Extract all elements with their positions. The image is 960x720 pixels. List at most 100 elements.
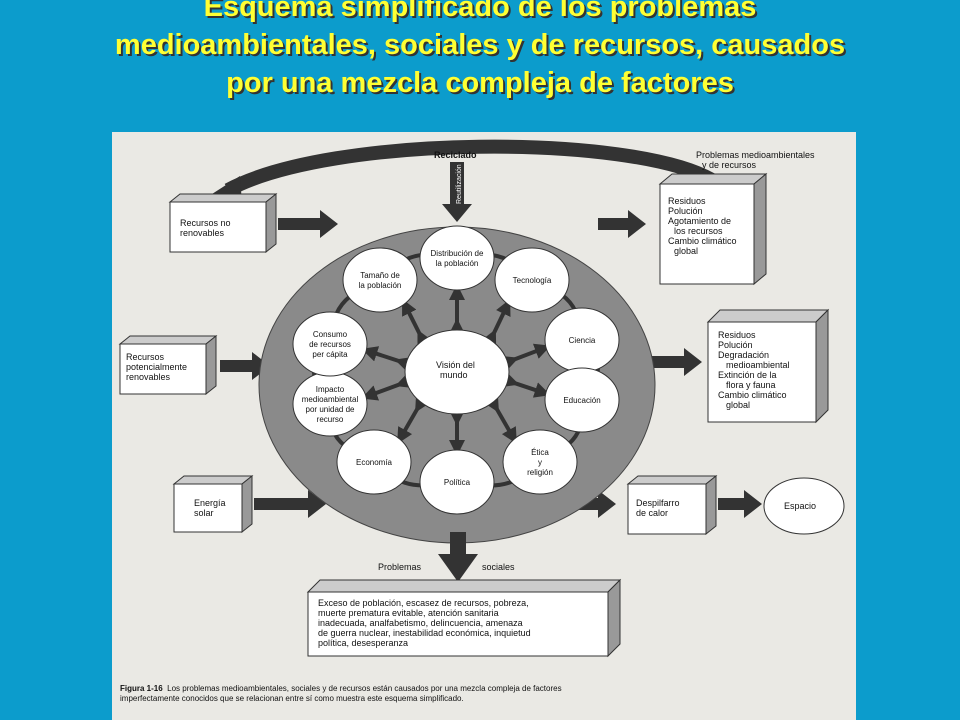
spoke-arrow	[481, 299, 511, 348]
social-arrowhead	[438, 554, 478, 582]
reuse-arrowhead	[442, 204, 472, 222]
circle-politica	[419, 449, 495, 515]
circle-etica-line3: religión	[527, 468, 553, 477]
circle-impacto-line2: medioambiental	[302, 395, 359, 404]
spoke-arrow	[501, 371, 551, 398]
box-recursos-potencialmente: Recursos potencialmente renovables	[118, 334, 218, 396]
label-reutilizacion: Reutilización	[456, 164, 463, 204]
despilfarro-line2: de calor	[636, 508, 668, 518]
circle-consumo	[292, 311, 368, 377]
out-top-3: Agotamiento de	[668, 216, 731, 226]
circle-consumo-line1: Consumo	[313, 330, 348, 339]
spoke-arrow	[397, 394, 430, 444]
circle-impacto-line1: Impacto	[316, 385, 345, 394]
no-renovables-line2: renovables	[180, 228, 225, 238]
social-line4: de guerra nuclear, inestabilidad económi…	[318, 628, 531, 638]
circle-etica-line1: Ética	[531, 448, 549, 457]
arrow-energia	[254, 490, 326, 518]
label-reciclado: Reciclado	[434, 150, 477, 160]
box-out-mid	[706, 308, 830, 424]
caption-label: Figura 1-16	[120, 684, 163, 693]
circle-impacto-line4: recurso	[317, 415, 344, 424]
out-top-6: global	[674, 246, 698, 256]
circle-etica	[502, 429, 578, 495]
circle-distribucion-line2: la población	[436, 259, 479, 268]
circle-tecnologia-line1: Tecnología	[513, 276, 552, 285]
title-line-2: medioambientales, sociales y de recursos…	[114, 29, 846, 61]
circle-consumo-line2: de recursos	[309, 340, 351, 349]
spoke-arrow	[361, 372, 413, 401]
arrow-to-espacio	[718, 490, 762, 518]
label-sociales: sociales	[482, 562, 515, 572]
out-mid-3: Degradación	[718, 350, 769, 360]
out-mid-5: Extinción de la	[718, 370, 777, 380]
potencial-line2: potencialmente	[126, 362, 187, 372]
social-line5: política, desesperanza	[318, 638, 408, 648]
energia-line2: solar	[194, 508, 214, 518]
caption-line1: Los problemas medioambientales, sociales…	[167, 684, 562, 693]
potencial-line1: Recursos	[126, 352, 165, 362]
spoke-arrow	[484, 394, 517, 444]
caption-line2: imperfectamente conocidos que se relacio…	[120, 694, 464, 703]
circle-educacion-line1: Educación	[563, 396, 600, 405]
box-energia-solar: Energía solar	[172, 474, 254, 534]
out-top-5: Cambio climático	[668, 236, 737, 246]
figure-caption: Figura 1-16 Los problemas medioambiental…	[120, 684, 850, 704]
circle-economia	[336, 429, 412, 495]
social-line1: Exceso de población, escasez de recursos…	[318, 598, 529, 608]
out-mid-1: Residuos	[718, 330, 756, 340]
circle-educacion	[544, 367, 620, 433]
espacio-label: Espacio	[784, 501, 816, 511]
despilfarro-line1: Despilfarro	[636, 498, 680, 508]
spoke-arrows	[361, 284, 551, 456]
box-recursos-no-renovables: Recursos no renovables	[168, 192, 278, 254]
circle-tamano-line2: la población	[359, 281, 402, 290]
circle-tamano	[342, 247, 418, 313]
diagram-svg: Reciclado Reutilización Problemas medioa…	[118, 139, 845, 658]
center-circle	[404, 329, 510, 415]
social-line2: muerte prematura evitable, atención sani…	[318, 608, 499, 618]
arrow-potencialmente	[220, 352, 270, 380]
box-out-top	[658, 172, 768, 286]
circle-consumo-line3: per cápita	[312, 350, 348, 359]
circle-impacto-line3: por unidad de	[306, 405, 355, 414]
spoke-arrow	[500, 343, 551, 371]
arrow-to-out-top	[598, 210, 646, 238]
circle-tecnologia	[494, 247, 570, 313]
social-line3: inadecuada, analfabetismo, delincuencia,…	[318, 618, 523, 628]
center-line1: Visión del	[436, 360, 475, 370]
problems-header-2: y de recursos	[702, 160, 757, 170]
out-top-1: Residuos	[668, 196, 706, 206]
label-problemas: Problemas	[378, 562, 422, 572]
box-despilfarro: Despilfarro de calor	[626, 474, 718, 536]
slide-title: Esquema simplificado de los problemas me…	[0, 0, 960, 102]
recycle-arc	[224, 139, 716, 197]
social-arrow-shaft	[450, 532, 466, 556]
arrow-to-despilfarro	[578, 490, 616, 518]
out-mid-6: flora y fauna	[726, 380, 776, 390]
spoke-arrow	[402, 298, 432, 348]
out-mid-4: medioambiental	[726, 360, 790, 370]
reuse-shaft	[450, 162, 464, 206]
espacio-ellipse	[763, 477, 845, 535]
title-line-3: por una mezcla compleja de factores	[226, 67, 734, 99]
circle-impacto	[292, 371, 368, 437]
center-line2: mundo	[440, 370, 468, 380]
circle-distribucion-line1: Distribución de	[431, 249, 484, 258]
arrow-to-out-mid	[652, 348, 702, 376]
circle-etica-line2: y	[538, 458, 542, 467]
title-line-1: Esquema simplificado de los problemas	[203, 0, 757, 23]
out-mid-2: Polución	[718, 340, 753, 350]
circle-economia-line1: Economía	[356, 458, 393, 467]
circle-distribucion	[419, 225, 495, 291]
out-mid-8: global	[726, 400, 750, 410]
problems-header-1: Problemas medioambientales	[696, 150, 815, 160]
circle-ciencia-line1: Ciencia	[569, 336, 596, 345]
spoke-arrow	[361, 346, 413, 373]
arrow-no-renovables	[278, 210, 338, 238]
out-mid-7: Cambio climático	[718, 390, 787, 400]
circle-tamano-line1: Tamaño de	[360, 271, 400, 280]
figure-diagram: Reciclado Reutilización Problemas medioa…	[112, 132, 856, 720]
circle-politica-line1: Política	[444, 478, 471, 487]
out-top-2: Polución	[668, 206, 703, 216]
